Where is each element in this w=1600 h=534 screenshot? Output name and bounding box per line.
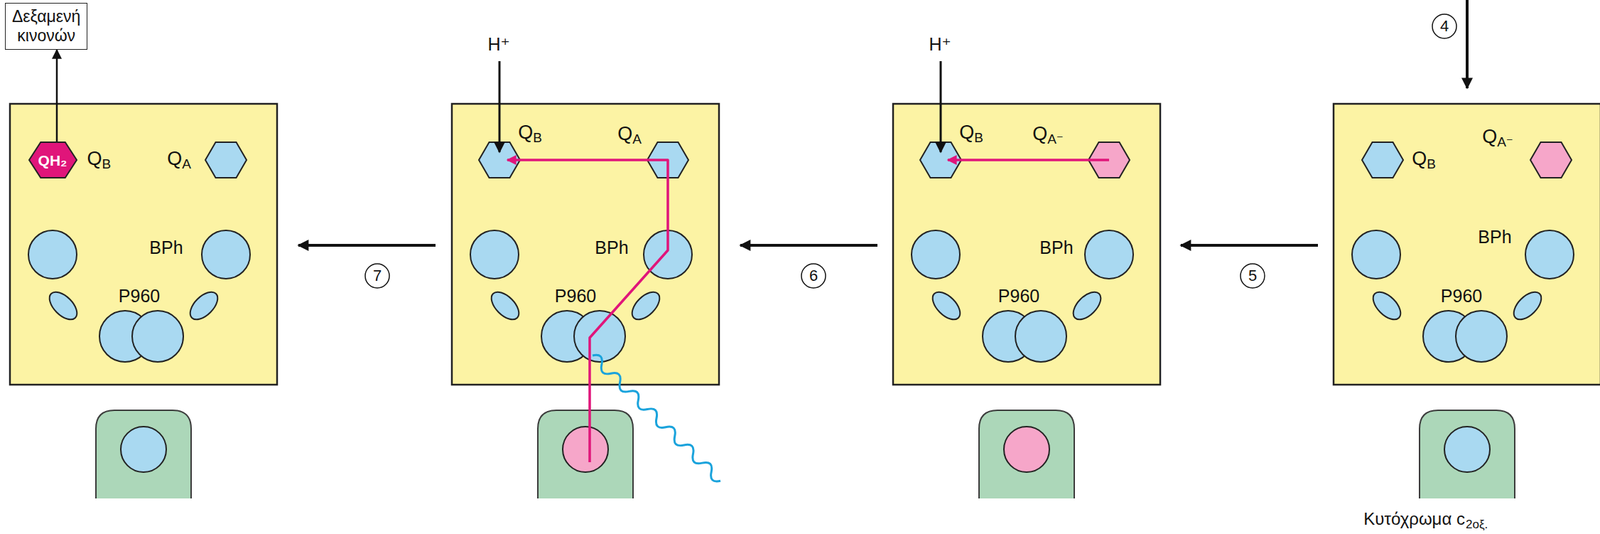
step-arrow [740, 243, 878, 247]
cofactor-label: QA⁻ [1482, 127, 1514, 150]
callout-number: 5 [1248, 267, 1257, 284]
heme-circle [1003, 426, 1050, 472]
quinone-hexagon [1530, 142, 1572, 178]
proton-arrow [939, 61, 943, 153]
heme-circle [1444, 426, 1490, 472]
electron-path [507, 159, 668, 462]
pigment-label: P960 [998, 287, 1040, 305]
callout-circle [1240, 263, 1265, 288]
cofactor-label: QB [87, 149, 112, 172]
cofactor-label: QA [617, 124, 642, 147]
heme-circle [120, 426, 167, 472]
hexagon-shape [29, 142, 77, 178]
quinone-hexagon [1361, 142, 1404, 178]
cytochrome-subscript: 2οξ. [1465, 517, 1488, 531]
quinone-hexagon [205, 142, 247, 178]
connector-arrow [56, 49, 59, 142]
heme-circle [562, 426, 609, 472]
reaction-center-panel [893, 103, 1161, 499]
node-text: QH₂ [38, 152, 68, 168]
proton-label: H⁺ [928, 35, 951, 54]
cytochrome-label: Κυτόχρωμα c [1363, 510, 1466, 528]
photon-wave [588, 351, 724, 484]
cofactor-label: QB [1411, 149, 1436, 172]
callout-number: 7 [373, 267, 382, 284]
cofactor-label: QA⁻ [1032, 124, 1064, 147]
quinol-hexagon: QH₂QB [28, 141, 78, 179]
pigment-label: BPh [1477, 228, 1512, 246]
callout-circle [1432, 14, 1457, 39]
callout-circle [801, 263, 826, 288]
pigment-label: P960 [1440, 287, 1483, 305]
pigment-label: BPh [594, 238, 629, 257]
step-arrow [298, 243, 436, 247]
reservoir-box: Δεξαμενή κινονών [4, 2, 88, 50]
pigment-label: P960 [118, 287, 160, 305]
pigment-label: BPh [149, 238, 183, 257]
proton-label: H⁺ [487, 35, 510, 54]
node-text: Δεξαμενή κινονών [12, 7, 81, 46]
photon-wave [588, 351, 724, 484]
reaction-center-panel [451, 103, 720, 499]
step-arrow [1465, 0, 1469, 89]
proton-arrow [498, 61, 501, 153]
reaction-center-panel [9, 103, 278, 499]
electron-path [947, 158, 1110, 162]
cofactor-label: QB [517, 122, 543, 145]
pigment-label: BPh [1039, 238, 1073, 257]
callout-number: 6 [809, 267, 818, 284]
callout-circle [365, 263, 390, 288]
cofactor-label: QB [959, 122, 984, 145]
step-arrow [1180, 243, 1318, 247]
cofactor-label: QA [166, 149, 192, 172]
reaction-center-panel [1333, 103, 1600, 499]
callout-number: 4 [1440, 18, 1449, 35]
pigment-label: P960 [554, 287, 597, 305]
